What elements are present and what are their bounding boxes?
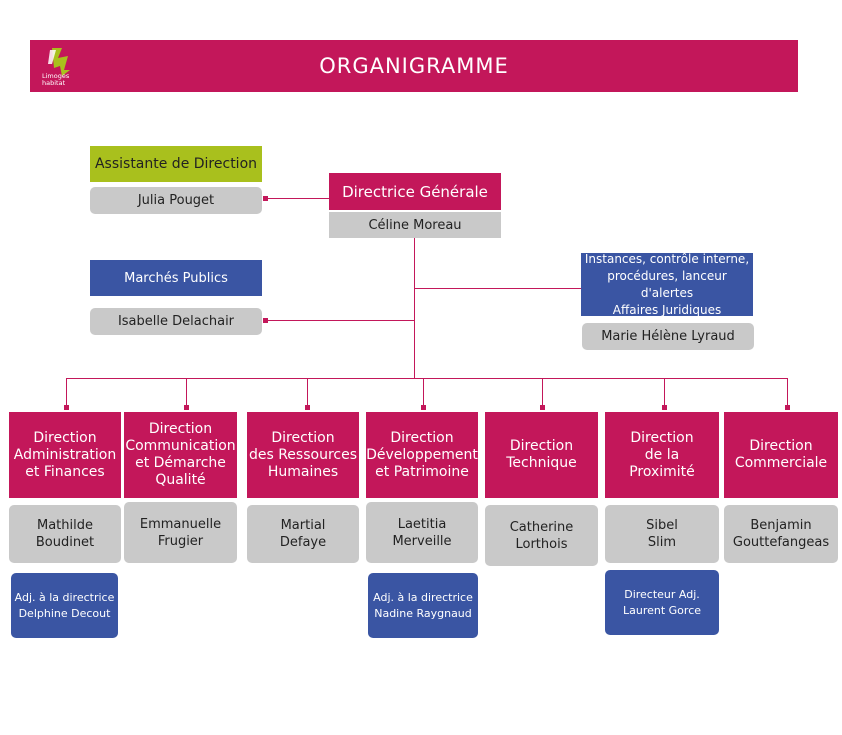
- instances-name: Marie Hélène Lyraud: [582, 323, 754, 350]
- direction-administration-name: Mathilde Boudinet: [9, 505, 121, 563]
- page-title: ORGANIGRAMME: [319, 54, 509, 78]
- direction-ressources-humaines-name: Martial Defaye: [247, 505, 359, 563]
- connector-line: [66, 378, 788, 379]
- limoges-habitat-logo: [48, 48, 70, 76]
- connector-line: [787, 378, 788, 408]
- direction-proximite-name: Sibel Slim: [605, 505, 719, 563]
- direction-developpement-adjoint: Adj. à la directrice Nadine Raygnaud: [368, 573, 478, 638]
- direction-communication-name: Emmanuelle Frugier: [124, 502, 237, 563]
- logo-text: Limoges habitat: [42, 73, 92, 87]
- direction-technique-title: Direction Technique: [485, 412, 598, 498]
- direction-communication-title: Direction Communication et Démarche Qual…: [124, 412, 237, 498]
- assistante-direction-title: Assistante de Direction: [90, 146, 262, 182]
- direction-administration-title: Direction Administration et Finances: [9, 412, 121, 498]
- assistante-direction-name: Julia Pouget: [90, 187, 262, 214]
- connector-dot: [263, 196, 268, 201]
- connector-line: [664, 378, 665, 408]
- connector-dot: [305, 405, 310, 410]
- connector-line: [265, 198, 330, 199]
- marches-publics-name: Isabelle Delachair: [90, 308, 262, 335]
- connector-line: [542, 378, 543, 408]
- direction-technique-name: Catherine Lorthois: [485, 505, 598, 566]
- directrice-generale-name: Céline Moreau: [329, 212, 501, 238]
- direction-commerciale-title: Direction Commerciale: [724, 412, 838, 498]
- direction-administration-adjoint: Adj. à la directrice Delphine Decout: [11, 573, 118, 638]
- connector-dot: [540, 405, 545, 410]
- connector-line: [414, 238, 415, 379]
- logo-text-line1: Limoges: [42, 72, 70, 80]
- logo-text-line2: habitat: [42, 79, 66, 87]
- connector-dot: [184, 405, 189, 410]
- direction-developpement-title: Direction Développement et Patrimoine: [366, 412, 478, 498]
- connector-dot: [662, 405, 667, 410]
- connector-dot: [263, 318, 268, 323]
- connector-dot: [785, 405, 790, 410]
- connector-dot: [64, 405, 69, 410]
- connector-line: [66, 378, 67, 408]
- direction-proximite-title: Direction de la Proximité: [605, 412, 719, 498]
- direction-commerciale-name: Benjamin Gouttefangeas: [724, 505, 838, 563]
- connector-line: [265, 320, 415, 321]
- connector-line: [307, 378, 308, 408]
- connector-line: [414, 288, 589, 289]
- instances-title: Instances, contrôle interne, procédures,…: [581, 252, 753, 317]
- connector-dot: [421, 405, 426, 410]
- direction-proximite-adjoint: Directeur Adj. Laurent Gorce: [605, 570, 719, 635]
- connector-line: [423, 378, 424, 408]
- header-banner: Limoges habitat ORGANIGRAMME: [30, 40, 798, 92]
- marches-publics-title: Marchés Publics: [90, 260, 262, 296]
- direction-ressources-humaines-title: Direction des Ressources Humaines: [247, 412, 359, 498]
- directrice-generale-title: Directrice Générale: [329, 173, 501, 210]
- connector-line: [186, 378, 187, 408]
- direction-developpement-name: Laetitia Merveille: [366, 502, 478, 563]
